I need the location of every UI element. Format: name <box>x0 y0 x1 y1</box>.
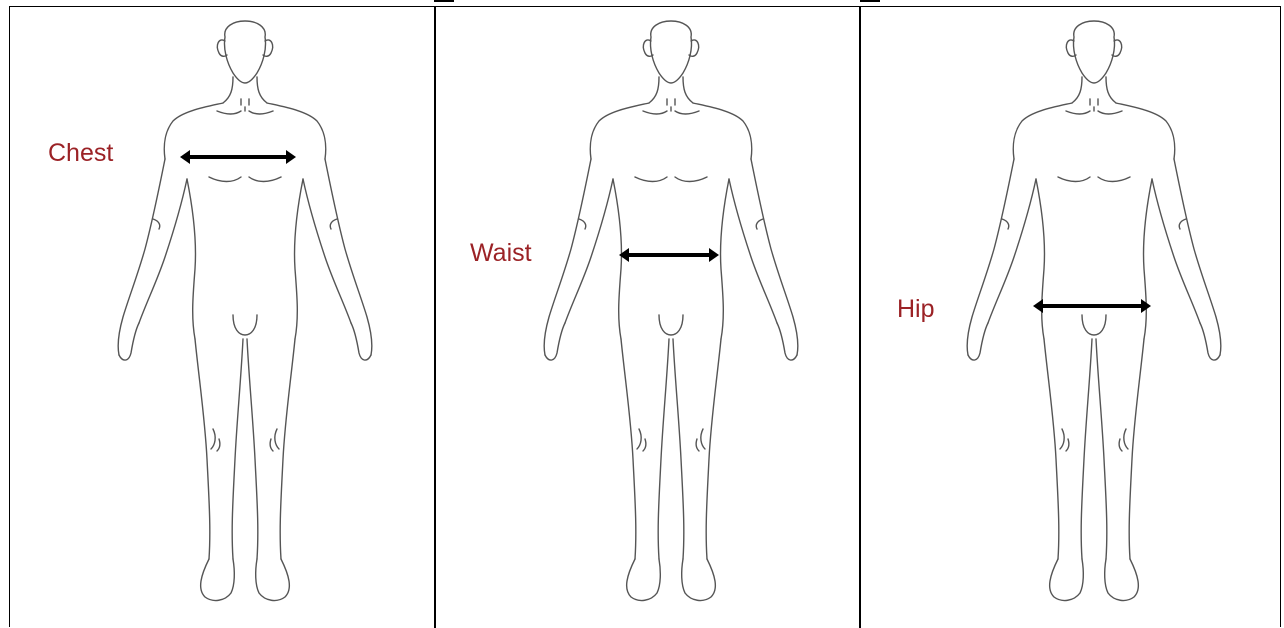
body-figure <box>531 19 811 609</box>
panel-chest: Chest <box>10 7 434 628</box>
chest-arrow <box>180 147 296 167</box>
hip-arrow <box>1033 296 1151 316</box>
panel-waist: Waist <box>434 7 861 628</box>
divider-tick <box>434 0 454 2</box>
hip-label: Hip <box>897 295 935 324</box>
chest-label: Chest <box>48 139 113 168</box>
measurement-table: Chest Waist Hip <box>9 6 1281 627</box>
waist-arrow <box>619 245 719 265</box>
divider-tick <box>860 0 880 2</box>
body-figure <box>105 19 385 609</box>
waist-label: Waist <box>470 239 532 268</box>
panel-hip: Hip <box>859 7 1283 628</box>
